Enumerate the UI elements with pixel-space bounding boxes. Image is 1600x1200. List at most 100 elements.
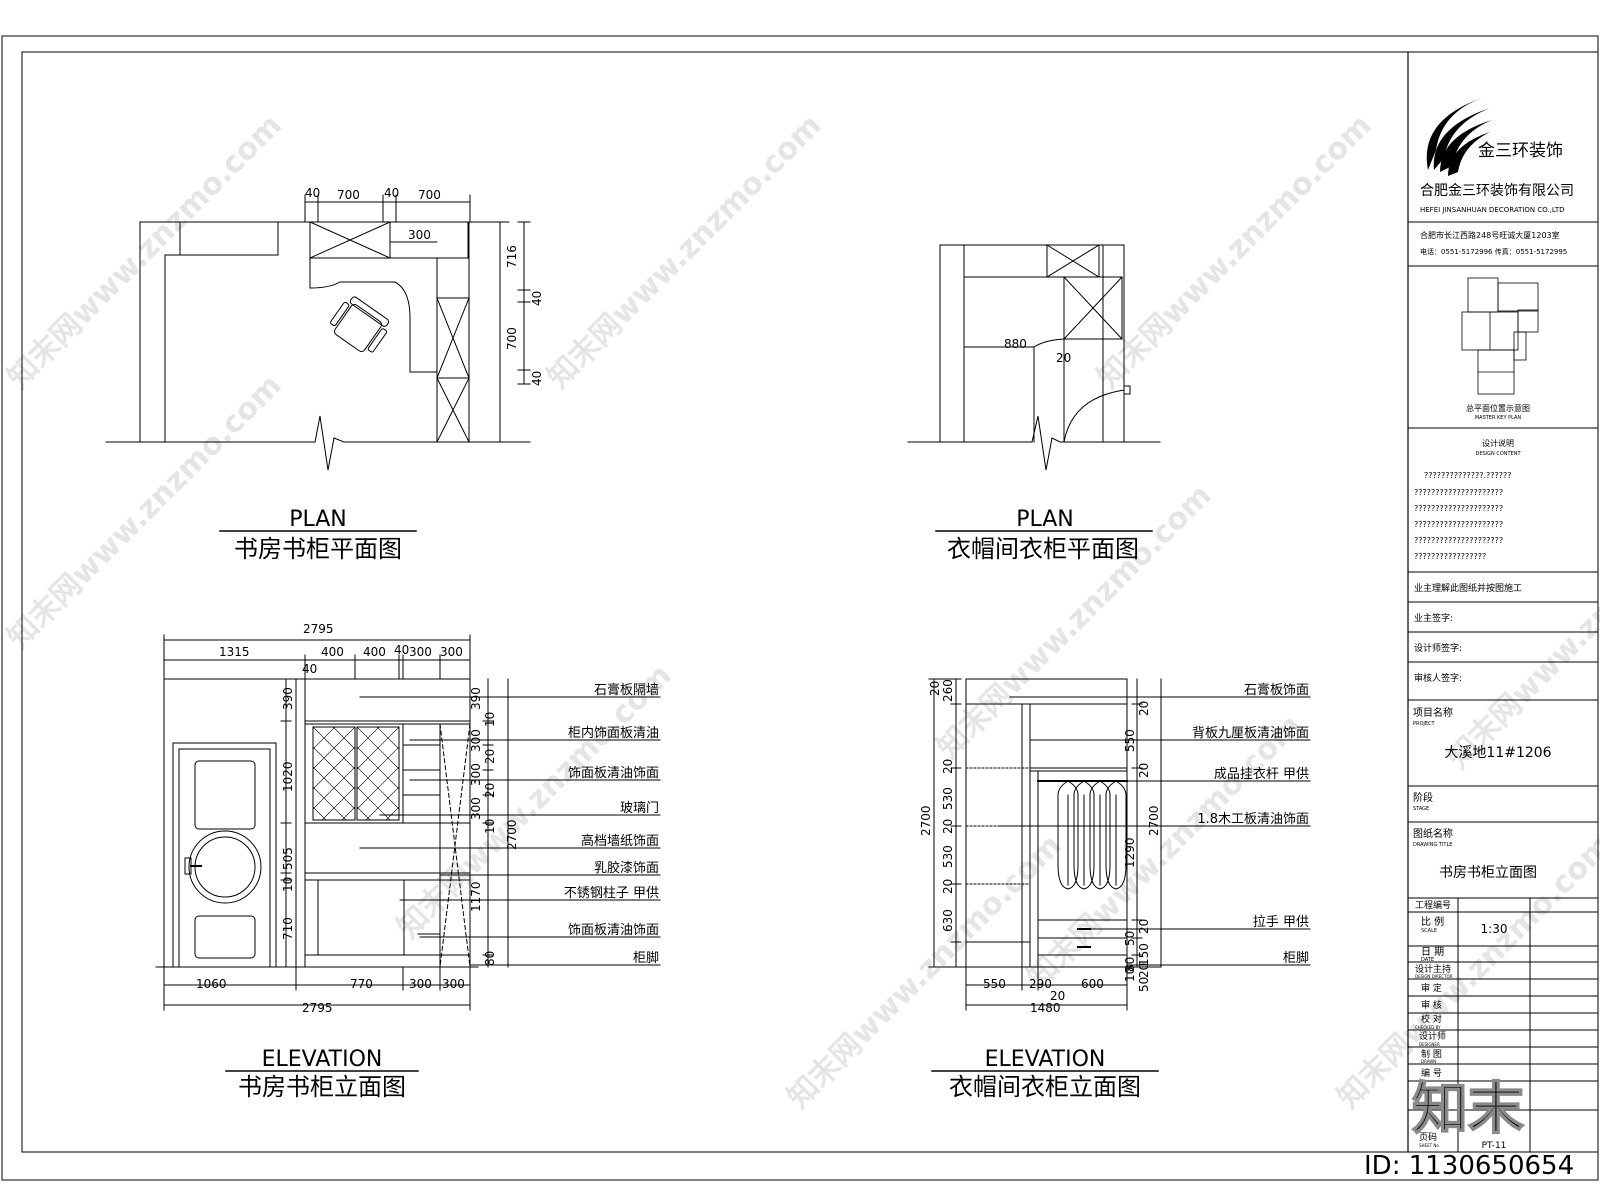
dim-label: 300: [469, 797, 483, 820]
drawn-label: 制 图: [1421, 1048, 1442, 1060]
drawing-title-label-en: DRAWING TITLE: [1413, 842, 1452, 848]
dim-label: 20: [928, 681, 942, 696]
project-label-en: PROJECT: [1413, 721, 1436, 727]
material-note: 石膏板饰面: [1244, 682, 1309, 698]
scale-value: 1:30: [1481, 922, 1508, 936]
dim-label: 300: [469, 763, 483, 786]
page-label: 页码: [1419, 1132, 1437, 1143]
scale-label: 比 例: [1421, 915, 1444, 928]
dim-label: 2700: [505, 819, 519, 850]
dim-label: 505: [281, 847, 295, 870]
dim-label: 40: [394, 643, 409, 657]
check-label: 校 对: [1421, 1013, 1442, 1025]
dim-label: 400: [363, 645, 386, 659]
design-note-line: ?????????????????????: [1414, 536, 1503, 545]
director-label-en: DESIGN DIRECTOR: [1415, 974, 1453, 979]
dim-label: 2795: [303, 622, 334, 636]
dim-label: 20: [1137, 963, 1151, 978]
company-phone: 电话：0551-5172996 传真：0551-5172995: [1420, 247, 1567, 256]
page-label-en: SHEET No.: [1419, 1143, 1440, 1148]
view-title-en: PLAN: [1016, 507, 1074, 532]
dim-label: 300: [442, 977, 465, 991]
elevation-wardrobe-title: ELEVATION 衣帽间衣柜立面图: [931, 1047, 1159, 1101]
dim-label: 20: [483, 749, 497, 764]
dim-label: 80: [1123, 957, 1137, 972]
material-note: 背板九厘板清油饰面: [1192, 726, 1309, 741]
hanging-clothes-icon: [1057, 780, 1127, 890]
dim-label: 390: [281, 687, 295, 710]
dim-label: 20: [941, 759, 955, 774]
dim-label: 530: [941, 787, 955, 810]
view-title-en: ELEVATION: [262, 1047, 383, 1072]
material-note: 石膏板隔墙: [594, 682, 659, 698]
company-address: 合肥市长江西路248号旺诚大厦1203室: [1420, 230, 1560, 240]
dim-label: 2795: [302, 1001, 333, 1015]
dim-label: 2700: [919, 805, 933, 836]
dim-label: 20: [1137, 763, 1151, 778]
dim-label: 20: [1137, 919, 1151, 934]
dim-label: 300: [469, 729, 483, 752]
dim-label: 390: [469, 687, 483, 710]
design-notes-title-en: DESIGN CONTENT: [1475, 451, 1521, 457]
dim-label: 530: [941, 845, 955, 868]
dim-label: 50: [1137, 977, 1151, 992]
dim-label: 260: [941, 679, 955, 702]
dim-label: 20: [483, 783, 497, 798]
dim-label: 40: [530, 371, 544, 386]
key-plan-icon: [1461, 277, 1539, 395]
watermark-text: 知末网www.znzmo.com: [541, 108, 829, 396]
dim-label: 1060: [196, 977, 227, 991]
watermark-text: 知末网www.znzmo.com: [1, 368, 289, 656]
approve-label: 审 定: [1421, 982, 1442, 994]
door-icon: [172, 742, 277, 968]
design-note-line: ?????????????????????: [1414, 504, 1503, 513]
plan-wardrobe-title: PLAN 衣帽间衣柜平面图: [935, 507, 1153, 563]
company-name: 合肥金三环装饰有限公司: [1420, 183, 1574, 199]
dim-label: 1290: [1123, 837, 1137, 868]
dim-label: 20: [1056, 351, 1071, 365]
checker-signature-label: 审核人签字:: [1414, 672, 1462, 684]
material-note: 饰面板清油饰面: [568, 923, 659, 938]
check-label-en: CHECKED BY: [1415, 1025, 1441, 1030]
dim-label: 716: [505, 245, 519, 268]
dim-label: 10: [281, 877, 295, 892]
dim-label: 80: [483, 951, 497, 966]
dim-label: 1480: [1030, 1001, 1061, 1015]
desk-chair-icon: [330, 296, 390, 353]
material-note: 成品挂衣杆 甲供: [1214, 766, 1309, 782]
dim-label: 40: [302, 662, 317, 676]
dim-label: 1315: [219, 645, 250, 659]
elevation-wardrobe: [928, 678, 1311, 1011]
view-title-en: PLAN: [289, 507, 347, 532]
material-note: 玻璃门: [620, 801, 659, 816]
elevation-wardrobe-notes: 石膏板饰面 背板九厘板清油饰面 成品挂衣杆 甲供 1.8木工板清油饰面 拉手 甲…: [1192, 682, 1309, 966]
material-note: 高档墙纸饰面: [581, 833, 659, 849]
design-note-line: ?????????????????????: [1414, 520, 1503, 529]
project-label: 项目名称: [1413, 706, 1453, 719]
dim-label: 50: [1123, 931, 1137, 946]
elevation-bookcase-notes: 石膏板隔墙 柜内饰面板清油 饰面板清油饰面 玻璃门 高档墙纸饰面 乳胶漆饰面 不…: [564, 682, 659, 966]
scale-label-en: SCALE: [1421, 928, 1437, 934]
dim-label: 300: [440, 645, 463, 659]
design-notes-title: 设计说明: [1482, 438, 1514, 448]
elevation-bookcase: [155, 634, 661, 1011]
plan-bookcase: [105, 194, 531, 471]
dim-label: 40: [305, 186, 320, 200]
company-name-en: HEFEI JINSANHUAN DECORATION CO.,LTD: [1420, 206, 1565, 214]
designer-label-en: DESIGNER: [1419, 1042, 1440, 1047]
review-label: 审 核: [1421, 999, 1442, 1011]
design-note-line: ??????????????.??????: [1424, 471, 1511, 480]
dim-label: 550: [1123, 729, 1137, 752]
view-title-cn: 书房书柜平面图: [234, 535, 402, 563]
drawn-label-en: DRAWN: [1421, 1059, 1436, 1064]
dim-label: 40: [384, 186, 399, 200]
page-number: PT-11: [1482, 1141, 1507, 1151]
brand-watermark-text: 知末: [1412, 1077, 1524, 1142]
resource-id: ID: 1130650654: [1364, 1151, 1574, 1181]
dim-label: 20: [1050, 989, 1065, 1003]
watermark-text: 知末网www.znzmo.com: [1091, 108, 1379, 396]
elevation-bookcase-dimensions: 2795 1315 400 400 40 300 300 40 390 1020…: [196, 622, 519, 1015]
material-note: 乳胶漆饰面: [594, 860, 659, 876]
dim-label: 10: [483, 712, 497, 727]
